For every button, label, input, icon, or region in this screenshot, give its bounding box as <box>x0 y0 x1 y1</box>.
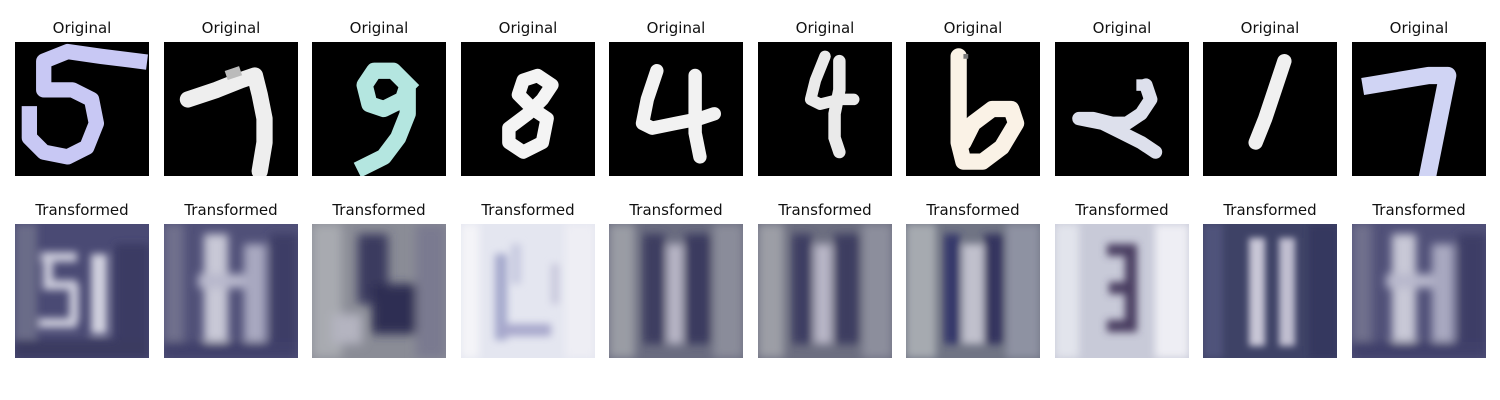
original-panel: Original <box>15 18 149 176</box>
original-image-digit-9 <box>312 42 446 176</box>
original-image-digit-7 <box>1352 42 1486 176</box>
transformed-image <box>312 224 446 358</box>
panel-title: Transformed <box>184 201 278 219</box>
transformed-panel: Transformed <box>164 200 298 358</box>
original-image-digit-6 <box>906 42 1040 176</box>
original-image-digit-8 <box>461 42 595 176</box>
digit-stroke <box>179 67 273 176</box>
original-panel: Original <box>758 18 892 176</box>
transformed-panel: Transformed <box>1055 200 1189 358</box>
transformed-image <box>164 224 298 358</box>
digit-stroke <box>635 64 721 135</box>
transformed-panel: Transformed <box>758 200 892 358</box>
panel-title: Transformed <box>1223 201 1317 219</box>
digit-stroke <box>353 62 420 176</box>
original-image-digit-2 <box>1055 42 1189 176</box>
transformed-image <box>1055 224 1189 358</box>
panel-title: Original <box>349 19 409 37</box>
original-panel: Original <box>1055 18 1189 176</box>
transformed-panel: Transformed <box>461 200 595 358</box>
original-panel: Original <box>1203 18 1337 176</box>
panel-title: Original <box>1389 19 1449 37</box>
transformed-panel: Transformed <box>15 200 149 358</box>
panel-title: Original <box>943 19 1003 37</box>
transformed-panel: Transformed <box>1203 200 1337 358</box>
panel-title: Transformed <box>1075 201 1169 219</box>
panel-title: Original <box>498 19 558 37</box>
transformed-image <box>609 224 743 358</box>
panel-title: Transformed <box>1372 201 1466 219</box>
panel-title: Transformed <box>926 201 1020 219</box>
transformed-panel: Transformed <box>312 200 446 358</box>
panel-title: Original <box>1092 19 1152 37</box>
digit-stroke <box>1361 66 1457 176</box>
original-image-digit-4 <box>758 42 892 176</box>
panel-title: Original <box>646 19 706 37</box>
digit-stroke <box>21 43 148 165</box>
panel-title: Transformed <box>35 201 129 219</box>
digit-stroke <box>1248 53 1292 150</box>
original-panel: Original <box>461 18 595 176</box>
original-row: Original Original Original <box>0 18 1500 178</box>
transformed-image <box>906 224 1040 358</box>
digit-stroke <box>950 48 1025 170</box>
original-image-digit-4 <box>609 42 743 176</box>
original-panel: Original <box>906 18 1040 176</box>
transformed-image <box>1203 224 1337 358</box>
original-image-digit-5 <box>15 42 149 176</box>
original-panel: Original <box>164 18 298 176</box>
digit-stroke <box>502 68 559 159</box>
transformed-image <box>758 224 892 358</box>
panel-title: Transformed <box>778 201 872 219</box>
panel-title: Original <box>201 19 261 37</box>
digit-stroke <box>1072 78 1163 159</box>
transformed-panel: Transformed <box>609 200 743 358</box>
panel-title: Original <box>1240 19 1300 37</box>
panel-title: Transformed <box>481 201 575 219</box>
transformed-image <box>461 224 595 358</box>
panel-title: Transformed <box>332 201 426 219</box>
transformed-image <box>1352 224 1486 358</box>
transformed-row: Transformed <box>0 200 1500 360</box>
panel-title: Original <box>795 19 855 37</box>
transformed-image <box>15 224 149 358</box>
transformed-panel: Transformed <box>906 200 1040 358</box>
original-image-digit-1 <box>1203 42 1337 176</box>
panel-title: Original <box>52 19 112 37</box>
original-panel: Original <box>1352 18 1486 176</box>
original-panel: Original <box>609 18 743 176</box>
original-panel: Original <box>312 18 446 176</box>
transformed-panel: Transformed <box>1352 200 1486 358</box>
panel-title: Transformed <box>629 201 723 219</box>
original-image-digit-7 <box>164 42 298 176</box>
